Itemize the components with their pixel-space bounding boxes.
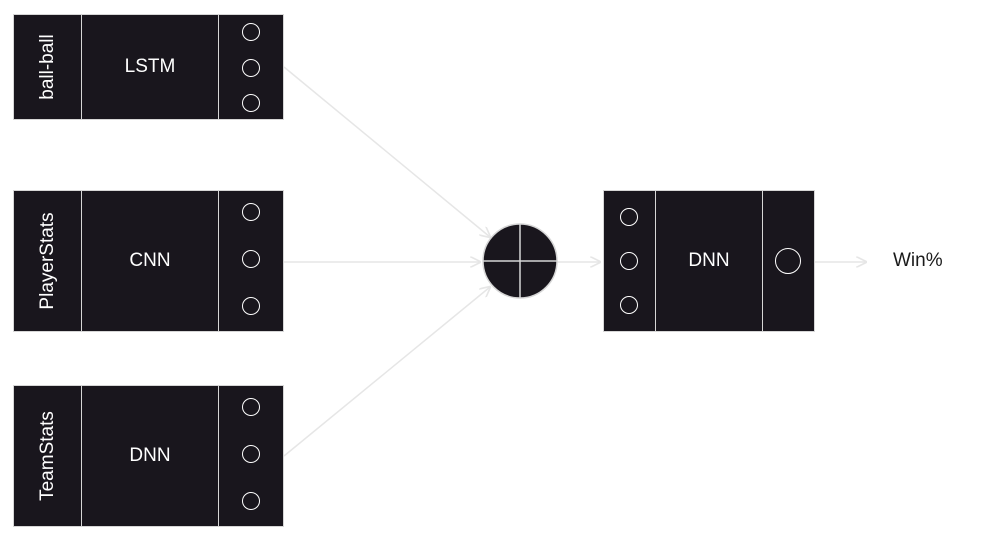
input-name-label: TeamStats — [36, 411, 58, 501]
neuron-node — [241, 250, 260, 268]
concatenate-node — [482, 223, 558, 299]
neuron-node — [620, 252, 638, 270]
output-nodes-cell — [219, 15, 283, 119]
neuron-node — [241, 492, 260, 510]
neuron-node — [241, 59, 260, 77]
output-nodes-cell — [219, 191, 283, 331]
model-cell: CNN — [82, 191, 219, 331]
input-name-label: ball-ball — [36, 34, 58, 100]
input-block-playerstats: PlayerStats CNN — [13, 190, 284, 332]
neuron-node — [620, 296, 638, 314]
model-cell: DNN — [656, 191, 763, 331]
neuron-node — [241, 398, 260, 416]
model-cell: LSTM — [82, 15, 219, 119]
model-cell: DNN — [82, 386, 219, 526]
output-node-cell — [763, 191, 814, 331]
model-label: CNN — [129, 250, 171, 271]
input-nodes-cell — [604, 191, 656, 331]
model-label: DNN — [129, 445, 171, 466]
neuron-node — [620, 208, 638, 226]
arrow-lstm-to-concat — [283, 66, 490, 237]
neuron-node — [241, 203, 260, 221]
model-label: DNN — [688, 250, 730, 271]
input-name-cell: PlayerStats — [14, 191, 82, 331]
neuron-node — [241, 94, 260, 112]
input-block-teamstats: TeamStats DNN — [13, 385, 284, 527]
output-label: Win% — [893, 250, 943, 271]
neuron-node — [241, 445, 260, 463]
output-neuron-node — [775, 248, 801, 274]
model-label: LSTM — [124, 56, 176, 77]
input-name-label: PlayerStats — [36, 212, 58, 310]
neuron-node — [241, 297, 260, 315]
input-block-ball-ball: ball-ball LSTM — [13, 14, 284, 120]
arrow-dnn-to-concat — [283, 287, 490, 457]
neuron-node — [241, 23, 260, 41]
final-dnn-block: DNN — [603, 190, 815, 332]
input-name-cell: ball-ball — [14, 15, 82, 119]
output-nodes-cell — [219, 386, 283, 526]
input-name-cell: TeamStats — [14, 386, 82, 526]
